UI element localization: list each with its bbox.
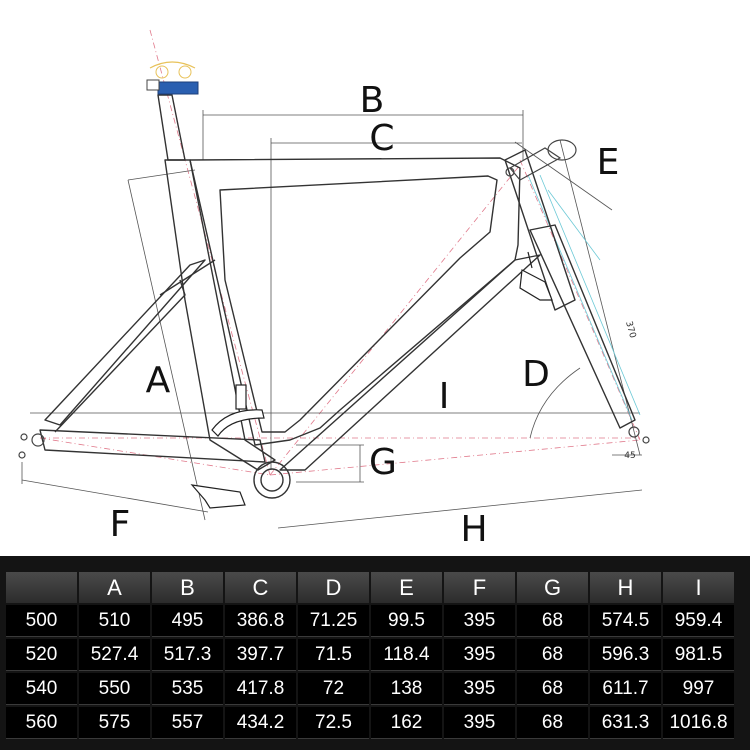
rear-dropout (18, 433, 45, 459)
table-header-f: F (444, 572, 515, 603)
rear-brake (190, 484, 246, 509)
table-header-b: B (152, 572, 223, 603)
dimension-label-h: H (460, 509, 487, 550)
table-cell: 71.25 (298, 605, 369, 637)
dimension-label-c: C (369, 118, 394, 159)
table-header-h: H (590, 572, 661, 603)
table-cell: 72.5 (298, 707, 369, 739)
fork-offset-label: 45 (624, 451, 635, 461)
table-header-e: E (371, 572, 442, 603)
table-header-row: A B C D E F G H I (6, 572, 734, 603)
table-cell-size: 520 (6, 639, 77, 671)
table-cell: 527.4 (79, 639, 150, 671)
table-cell: 517.3 (152, 639, 223, 671)
table-cell: 495 (152, 605, 223, 637)
table-cell: 68 (517, 605, 588, 637)
table-cell: 510 (79, 605, 150, 637)
table-cell: 434.2 (225, 707, 296, 739)
table-header-c: C (225, 572, 296, 603)
table-cell: 138 (371, 673, 442, 705)
table-cell: 397.7 (225, 639, 296, 671)
table-cell-size: 500 (6, 605, 77, 637)
dimension-label-b: B (360, 80, 385, 121)
dimension-label-i: I (439, 376, 450, 417)
table-cell: 997 (663, 673, 734, 705)
dimension-lines (21, 110, 643, 529)
fork-construction (527, 174, 641, 421)
table-cell-size: 560 (6, 707, 77, 739)
table-cell: 386.8 (225, 605, 296, 637)
table-cell: 981.5 (663, 639, 734, 671)
table-cell: 99.5 (371, 605, 442, 637)
table-cell: 611.7 (590, 673, 661, 705)
frame-outline (39, 94, 636, 471)
saddle-clamp (146, 61, 199, 95)
table-cell: 68 (517, 707, 588, 739)
bottom-bracket (253, 461, 291, 499)
table-cell: 574.5 (590, 605, 661, 637)
table-cell: 118.4 (371, 639, 442, 671)
table-cell: 575 (79, 707, 150, 739)
frame-geometry-diagram: B C E A D I G F H 370 45 (18, 29, 650, 550)
table-cell: 535 (152, 673, 223, 705)
dimension-label-f: F (110, 504, 131, 545)
table-cell: 395 (444, 707, 515, 739)
front-dropout (628, 426, 650, 444)
table-cell: 557 (152, 707, 223, 739)
table-cell: 395 (444, 673, 515, 705)
dimension-label-g: G (369, 442, 397, 483)
dimension-label-d: D (522, 354, 550, 395)
table-cell: 550 (79, 673, 150, 705)
table-cell: 162 (371, 707, 442, 739)
construction-lines (39, 29, 641, 476)
fork-length-label: 370 (623, 320, 637, 339)
front-brake (519, 251, 553, 301)
table-cell: 68 (517, 639, 588, 671)
table-cell: 395 (444, 639, 515, 671)
table-cell: 631.3 (590, 707, 661, 739)
table-header-size (6, 572, 77, 603)
table-cell: 1016.8 (663, 707, 734, 739)
table-header-g: G (517, 572, 588, 603)
table-header-i: I (663, 572, 734, 603)
table-cell: 959.4 (663, 605, 734, 637)
table-cell: 71.5 (298, 639, 369, 671)
table-header-d: D (298, 572, 369, 603)
table-cell-size: 540 (6, 673, 77, 705)
stem (505, 139, 577, 181)
table-cell: 68 (517, 673, 588, 705)
derailleur-hanger (211, 384, 265, 437)
table-cell: 72 (298, 673, 369, 705)
dimension-label-e: E (597, 142, 620, 183)
table-cell: 417.8 (225, 673, 296, 705)
dimension-label-a: A (146, 360, 171, 401)
table-header-a: A (79, 572, 150, 603)
table-cell: 395 (444, 605, 515, 637)
table-cell: 596.3 (590, 639, 661, 671)
